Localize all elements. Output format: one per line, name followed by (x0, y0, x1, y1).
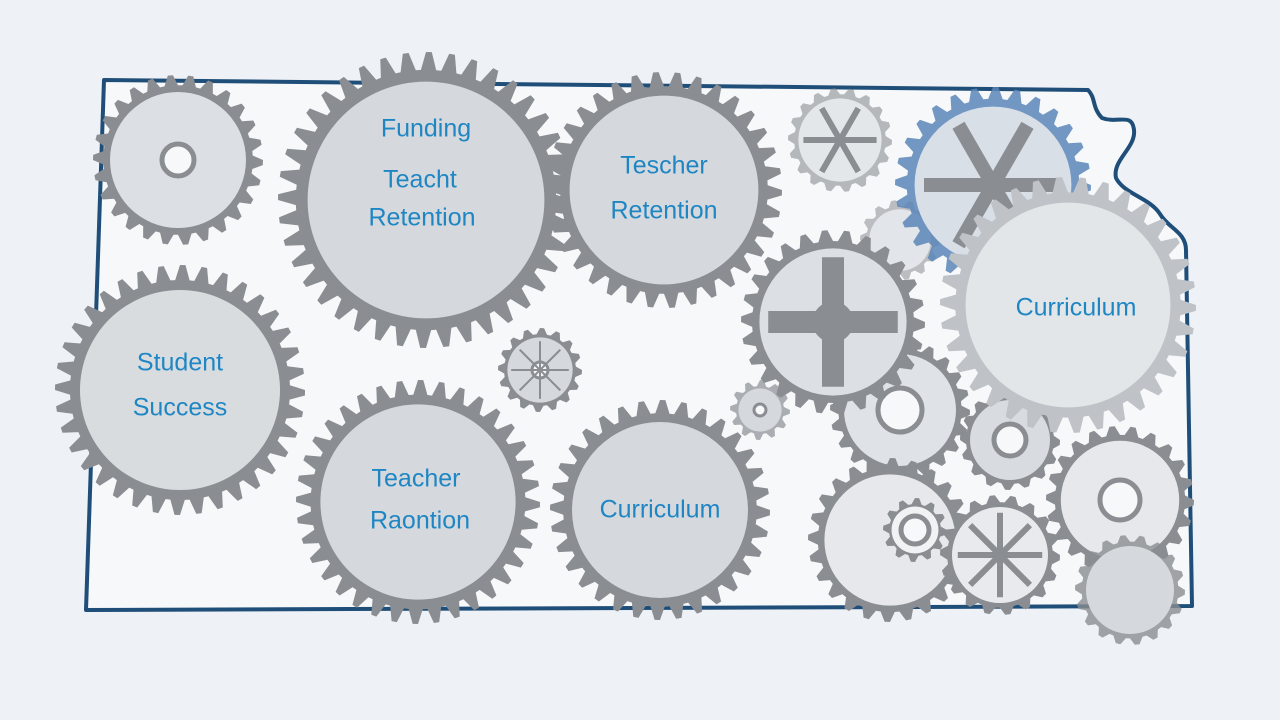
gear-teacher-retention-top (546, 72, 782, 308)
label-curriculum-bottom: Curriculum (600, 496, 721, 524)
gear-bottom-right-3 (883, 498, 947, 562)
gear-central-large (741, 230, 925, 414)
gear-bottom-right-4 (1075, 535, 1185, 645)
label-student-success-line2: Success (133, 394, 227, 422)
label-teacher-retention-2-line1: Tescher (620, 152, 708, 180)
gear-small-pinwheel (498, 328, 582, 412)
gear-funding (278, 52, 574, 348)
gear-student-success (55, 265, 305, 515)
gear-curriculum-right (940, 177, 1196, 433)
gear-teacher-retention-bottom (296, 380, 540, 624)
label-curriculum-right: Curriculum (1016, 294, 1137, 322)
gear-cluster (55, 52, 1196, 645)
gear-small-mid (730, 380, 790, 440)
gear-curriculum-bottom (550, 400, 770, 620)
label-teacher-retention-1-line1: Teacht (383, 166, 457, 194)
label-teacher-retention-3-line1: Teacher (372, 465, 461, 493)
gear-labels: Funding Teacht Retention Tescher Retenti… (133, 115, 1137, 535)
gear-small-top-center (788, 88, 892, 192)
label-teacher-retention-3-line2: Raontion (370, 507, 470, 535)
gear-right-small-2 (1046, 426, 1194, 574)
gear-bottom-right-2 (940, 495, 1060, 615)
label-student-success-line1: Student (137, 349, 223, 377)
label-teacher-retention-1-line2: Retention (368, 204, 475, 232)
gear-top-left (93, 75, 263, 245)
label-teacher-retention-2-line2: Retention (610, 197, 717, 225)
label-funding: Funding (381, 115, 471, 143)
